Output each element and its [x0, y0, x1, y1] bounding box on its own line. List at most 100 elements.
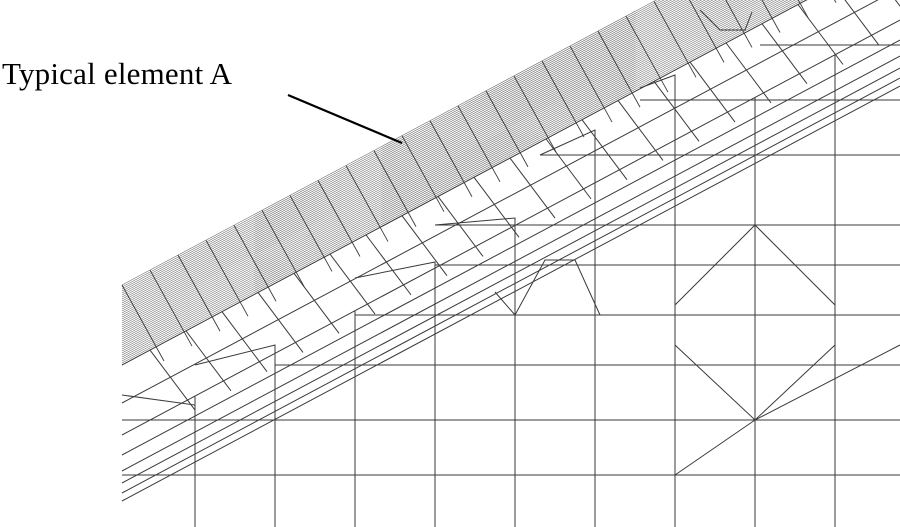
- annotation-label-typical-element-a: Typical element A: [2, 56, 233, 91]
- fine-layer-divider: [205, 239, 249, 317]
- mesh-cross-line: [149, 349, 196, 411]
- fine-layer-divider: [233, 225, 277, 302]
- fine-layer-line: [121, 0, 691, 304]
- fine-layer-line: [121, 0, 800, 362]
- mesh-transition-element: [674, 344, 900, 476]
- fine-layer-divider: [429, 120, 473, 197]
- fine-layer-line: [121, 0, 706, 312]
- fine-layer-line: [121, 0, 721, 320]
- fine-layer-divider: [797, 0, 809, 18]
- mesh-slant-line: [121, 39, 900, 456]
- mesh-step-outline: [539, 129, 596, 527]
- fine-layer-line: [121, 0, 733, 326]
- mesh-cross-line: [509, 157, 556, 219]
- mesh-step-outline: [434, 217, 516, 527]
- fine-layer-line: [121, 0, 774, 348]
- mesh-slant-line: [121, 0, 879, 404]
- fine-boundary-layer: [121, 0, 837, 366]
- mesh-lines: [121, 0, 900, 527]
- mesh-step-outline: [354, 261, 436, 527]
- fine-layer-line: [121, 0, 695, 306]
- fine-layer-divider: [513, 75, 557, 153]
- fine-layer-line: [121, 0, 669, 292]
- mesh-cross-line: [653, 80, 700, 142]
- fine-layer-divider: [457, 105, 501, 183]
- mesh-slant-line: [121, 85, 900, 502]
- fine-layer-divider: [149, 269, 193, 347]
- mesh-cross-line: [365, 234, 412, 296]
- fine-layer-line: [121, 0, 763, 342]
- fine-layer-line: [121, 0, 714, 316]
- mesh-step-outline: [194, 344, 276, 527]
- mesh-transition-element: [494, 259, 601, 316]
- fine-layer-line: [121, 0, 676, 296]
- mesh-cross-line: [401, 215, 448, 276]
- mesh-slant-line: [121, 19, 900, 436]
- fine-layer-line: [121, 0, 729, 324]
- mesh-cross-line: [257, 292, 304, 353]
- fine-layer-divider: [725, 0, 753, 48]
- mesh-cross-line: [844, 0, 880, 46]
- fine-layer-line: [121, 0, 658, 286]
- fine-layer-line: [121, 0, 725, 322]
- fine-layer-line: [121, 0, 736, 328]
- fine-layer-line: [121, 0, 770, 346]
- fine-layer-line: [121, 0, 703, 310]
- mesh-cross-line: [545, 138, 592, 200]
- fine-layer-line: [121, 0, 673, 294]
- fine-layer-line: [121, 0, 718, 318]
- fine-layer-divider: [653, 1, 697, 78]
- mesh-slant-line: [121, 0, 808, 366]
- fine-layer-line: [121, 0, 665, 290]
- fine-layer-divider: [485, 90, 529, 168]
- fine-layer-line: [121, 0, 699, 308]
- mesh-cross-line: [761, 23, 808, 84]
- fine-layer-line: [121, 0, 684, 300]
- annotation-leader-line: [287, 93, 403, 145]
- fine-layer-line: [121, 0, 785, 354]
- mesh-step-outline: [121, 394, 196, 527]
- mesh-slant-line: [121, 55, 900, 472]
- fine-layer-line: [121, 0, 688, 302]
- mesh-cross-line: [617, 100, 664, 161]
- fine-layer-line: [121, 0, 748, 334]
- fine-layer-divider: [761, 0, 781, 33]
- mesh-cross-line: [329, 253, 376, 315]
- fine-layer-divider: [177, 254, 221, 332]
- mesh-slant-line: [121, 77, 900, 494]
- fine-layer-line: [121, 0, 789, 356]
- fine-layer-line: [121, 0, 804, 364]
- mesh-cross-line: [797, 4, 844, 65]
- mesh-cross-line: [293, 272, 340, 334]
- fine-layer-divider: [289, 195, 333, 272]
- fine-layer-divider: [625, 15, 669, 93]
- mesh-cross-line: [437, 196, 484, 257]
- fine-layer-divider: [597, 30, 641, 108]
- fine-layer-line: [121, 0, 793, 358]
- fine-layer-line: [121, 0, 680, 298]
- fine-layer-line: [121, 0, 755, 338]
- fine-layer-line: [121, 0, 740, 330]
- mesh-cross-line: [689, 61, 736, 123]
- fine-layer-divider: [373, 150, 417, 227]
- mesh-transition-element: [699, 9, 753, 31]
- fine-layer-line: [121, 0, 759, 340]
- fine-layer-line: [121, 0, 751, 336]
- fine-layer-divider: [401, 135, 445, 212]
- mesh-cross-line: [221, 311, 268, 372]
- mesh-step-outline: [639, 74, 676, 527]
- mesh-cross-line: [725, 42, 772, 104]
- fine-layer-line: [121, 0, 796, 360]
- fine-layer-divider: [541, 60, 585, 138]
- fine-layer-divider: [689, 0, 725, 63]
- fine-layer-line: [121, 0, 710, 314]
- mesh-cross-line: [185, 330, 232, 392]
- mesh-cross-line: [473, 176, 520, 238]
- fine-layer-divider: [121, 284, 165, 362]
- fine-layer-divider: [345, 165, 389, 242]
- fine-layer-line: [121, 0, 744, 332]
- mesh-cross-line: [581, 119, 628, 180]
- mesh-slant-line: [121, 67, 900, 484]
- fine-layer-divider: [261, 210, 305, 287]
